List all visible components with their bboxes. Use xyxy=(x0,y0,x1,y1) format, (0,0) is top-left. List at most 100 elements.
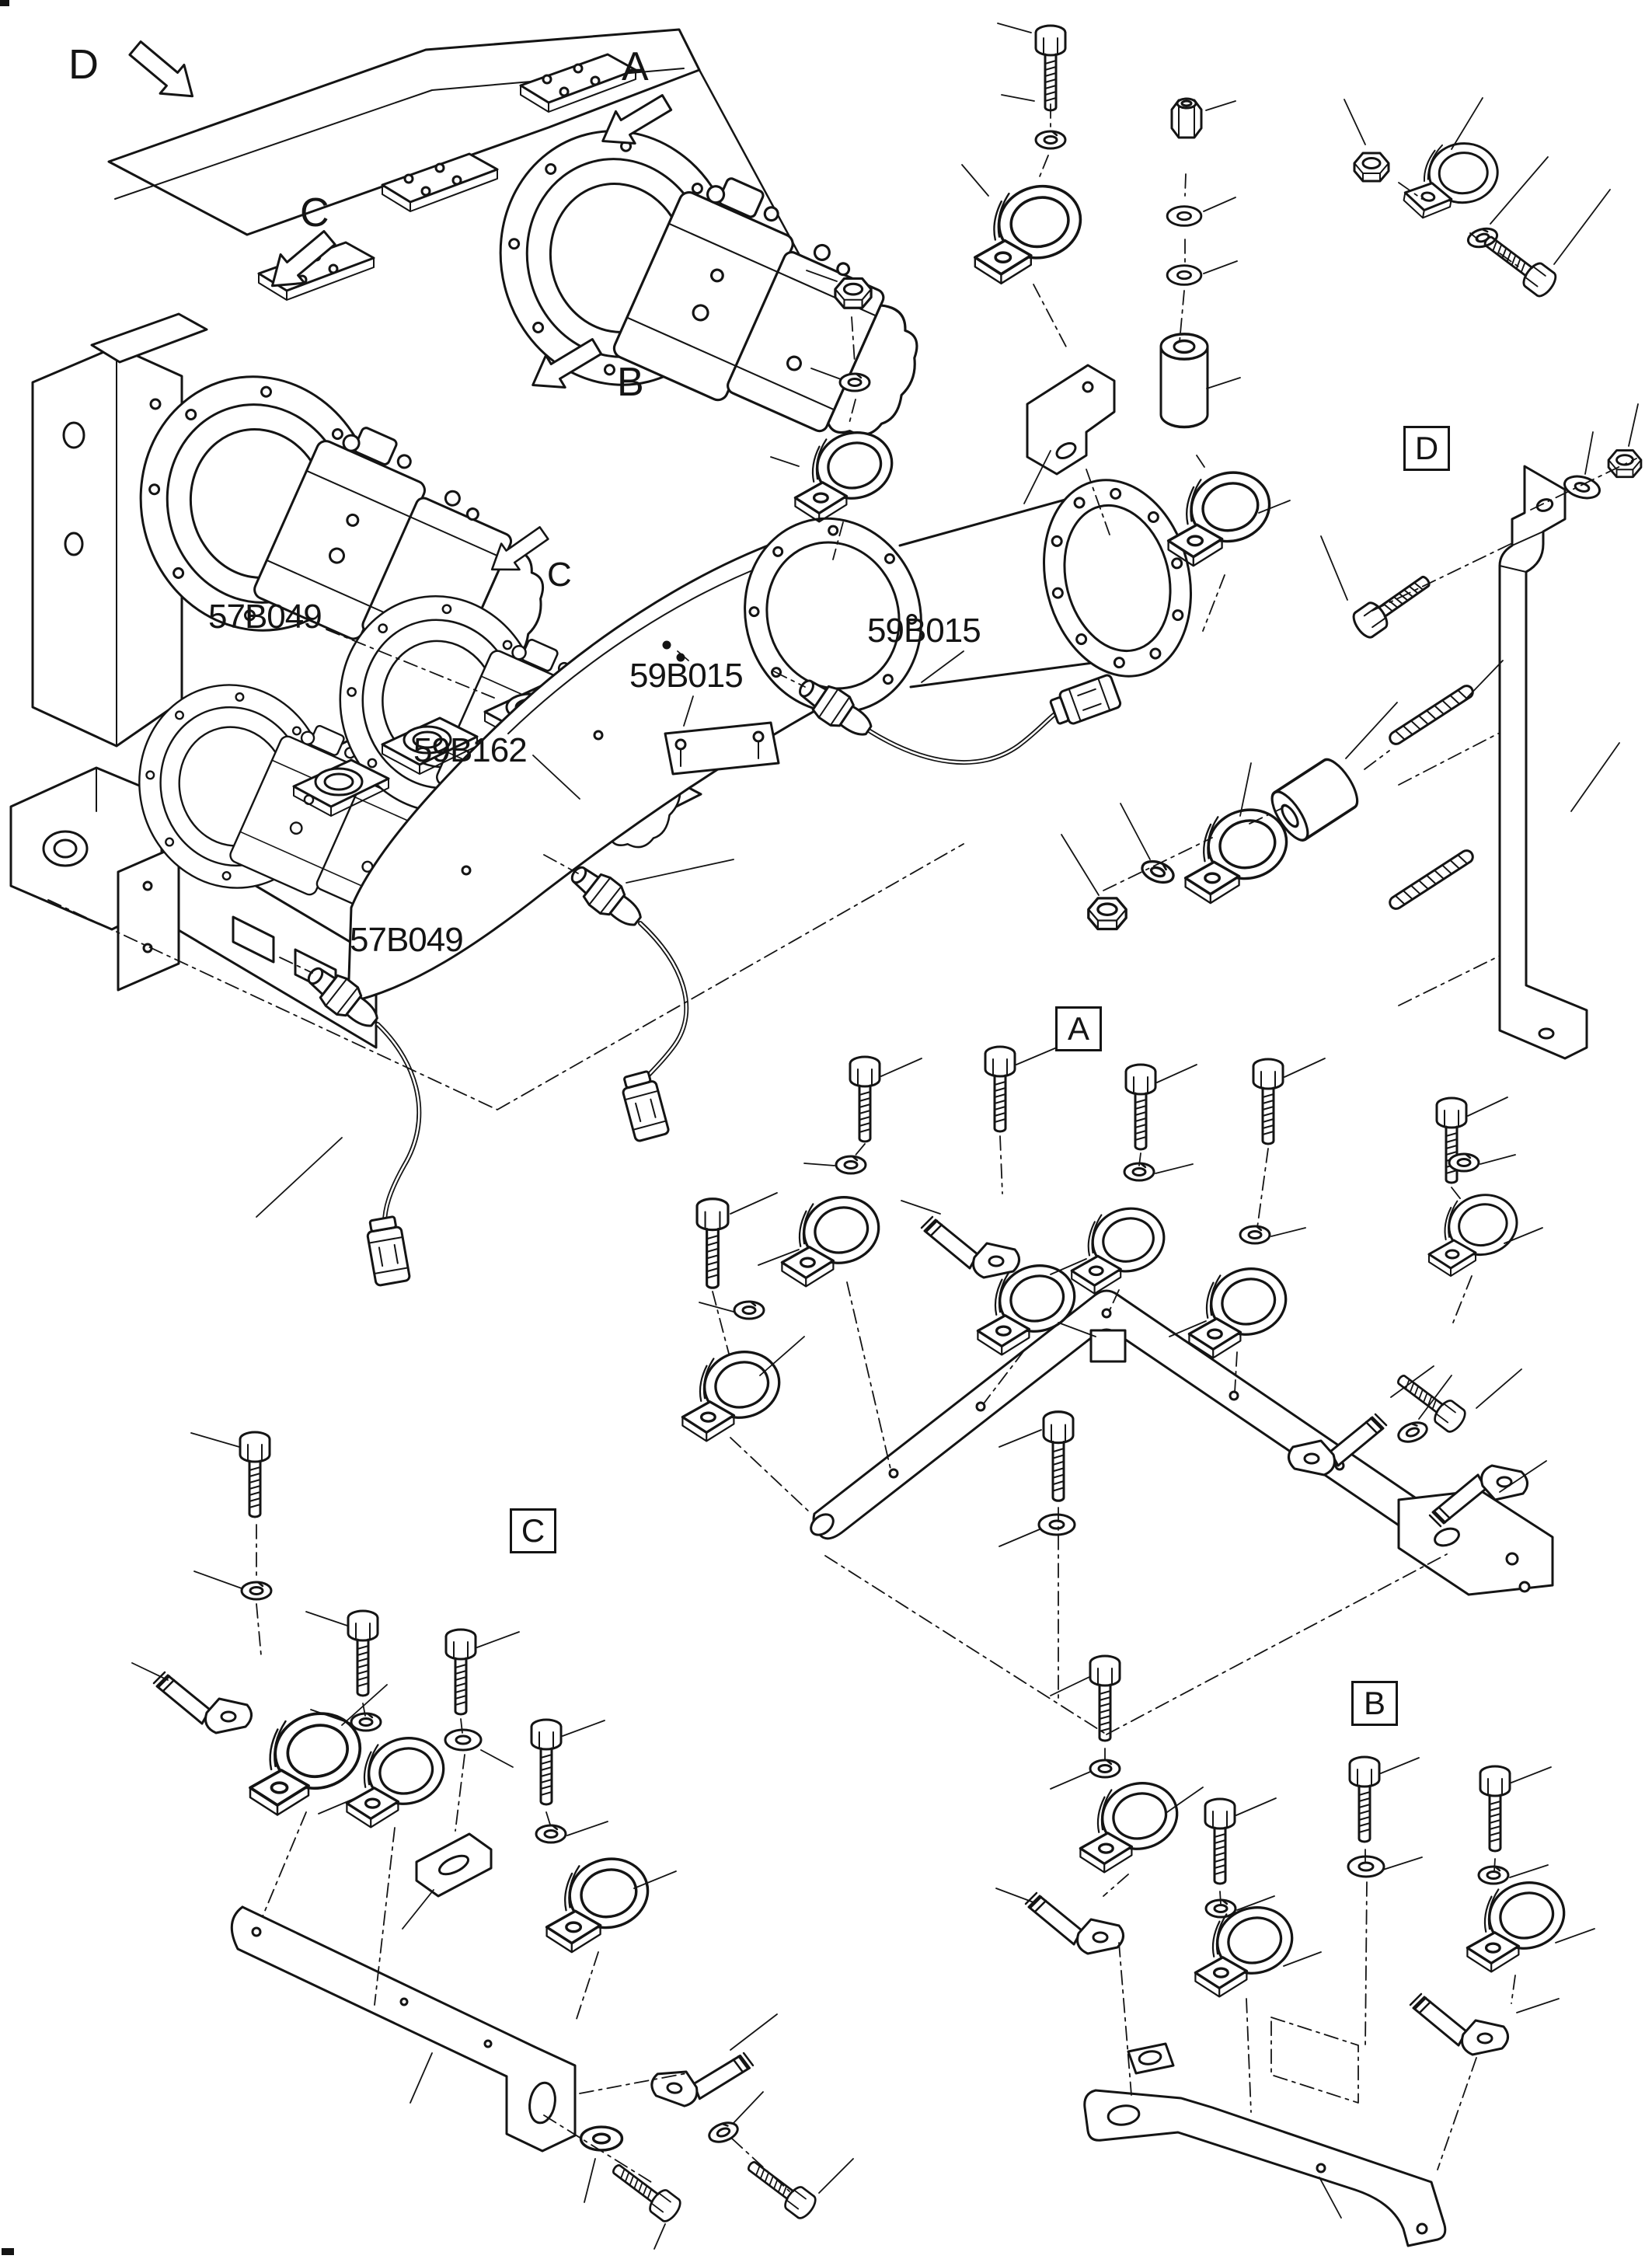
lock-washer xyxy=(838,372,871,392)
lock-washer xyxy=(1477,1865,1510,1885)
pump-unit-a xyxy=(472,105,959,471)
flat-washer xyxy=(1347,1855,1385,1878)
cable-connector xyxy=(1047,672,1123,730)
tube-flange xyxy=(744,517,922,714)
hex-nut xyxy=(1353,152,1390,183)
p-clamp xyxy=(681,1342,788,1443)
cable-tie-lug xyxy=(1024,1891,1125,1955)
hex-bolt xyxy=(239,1431,271,1518)
hex-nut xyxy=(1087,897,1127,931)
hex-bolt xyxy=(1252,1058,1284,1145)
view-label-b: B xyxy=(617,360,644,405)
sensor-harness-59b015 xyxy=(791,670,1123,765)
p-clamp xyxy=(1070,1199,1173,1295)
cable-tie-lug xyxy=(1409,1992,1510,2056)
section-c-detail xyxy=(152,1431,821,2226)
hex-bolt xyxy=(1204,1797,1236,1885)
fastener-group-top-right xyxy=(1353,125,1561,301)
detail-box-a: A xyxy=(1055,1006,1102,1051)
explosion-axis-lines xyxy=(47,103,1637,2192)
p-clamp xyxy=(1166,462,1279,567)
section-d-detail xyxy=(1087,449,1643,1060)
hex-bolt xyxy=(1089,1654,1121,1742)
section-a-detail xyxy=(681,1045,1554,1596)
flat-washer xyxy=(444,1728,483,1752)
p-clamp xyxy=(793,423,901,524)
suction-tube xyxy=(347,479,1192,1004)
clamp-bar xyxy=(230,1905,577,2153)
flat-washer xyxy=(1166,264,1203,286)
detail-box-c-letter: C xyxy=(521,1512,545,1549)
hex-bolt xyxy=(530,1718,563,1806)
flat-washer xyxy=(1166,205,1203,227)
p-clamp xyxy=(974,176,1090,285)
cable-tie-lug xyxy=(152,1671,253,1734)
hex-bolt xyxy=(1348,1755,1381,1843)
part-label-59b015-left: 59B015 xyxy=(629,657,744,695)
view-label-d: D xyxy=(68,41,99,88)
hex-bolt xyxy=(1390,1366,1470,1436)
p-clamp xyxy=(1187,1259,1295,1360)
leader-lines xyxy=(131,23,1639,2250)
p-clamp xyxy=(345,1728,452,1829)
page-corner-mark-top xyxy=(0,0,9,6)
section-b-detail xyxy=(1024,1654,1573,2247)
hex-bolt xyxy=(1348,566,1438,642)
p-clamp xyxy=(545,1849,657,1954)
hex-bolt xyxy=(1124,1063,1157,1151)
hex-nut xyxy=(834,277,873,309)
detail-box-d-letter: D xyxy=(1414,430,1439,466)
hex-bolt xyxy=(984,1045,1016,1133)
p-clamp xyxy=(780,1187,887,1288)
p-clamp xyxy=(1466,1873,1573,1974)
lock-washer xyxy=(350,1712,382,1732)
part-label-59b162: 59B162 xyxy=(413,731,528,769)
lock-washer xyxy=(535,1824,567,1844)
cable-connector xyxy=(618,1068,671,1143)
clamp-bar xyxy=(1083,2042,1447,2247)
part-label-57b049-lower: 57B049 xyxy=(350,921,464,959)
fastener-stack-spacer xyxy=(1159,97,1279,567)
lock-washer xyxy=(835,1155,867,1175)
view-label-c: C xyxy=(300,190,329,235)
part-label-59b015-right: 59B015 xyxy=(867,612,981,650)
flat-washer xyxy=(1037,1513,1076,1536)
hex-bolt xyxy=(695,1197,730,1289)
flat-washer xyxy=(579,2125,624,2152)
lock-washer xyxy=(1394,1417,1431,1447)
hex-bolt xyxy=(605,2156,685,2226)
hex-bolt xyxy=(741,2153,821,2222)
detail-box-a-letter: A xyxy=(1067,1010,1089,1047)
view-label-c-small: C xyxy=(547,556,572,594)
hex-bolt xyxy=(849,1055,881,1143)
detail-box-c: C xyxy=(510,1508,556,1553)
lock-washer xyxy=(1089,1759,1121,1779)
part-label-57b049-upper: 57B049 xyxy=(208,598,322,636)
lock-washer xyxy=(733,1300,765,1320)
p-clamp xyxy=(1427,1186,1525,1278)
page-corner-mark-bottom xyxy=(2,2248,14,2255)
detail-box-d: D xyxy=(1403,426,1450,471)
slotted-bracket xyxy=(415,1832,493,1898)
cap-nut xyxy=(1170,97,1203,139)
hex-bolt xyxy=(1479,1765,1511,1853)
view-label-a: A xyxy=(622,44,649,89)
detail-box-b-letter: B xyxy=(1363,1685,1385,1721)
view-arrow-d-icon xyxy=(122,33,206,112)
angle-bracket xyxy=(1026,364,1116,476)
lock-washer xyxy=(240,1581,273,1601)
sensor-harness-57b049-left xyxy=(299,957,422,1288)
spacer-sleeve xyxy=(1159,333,1209,429)
elbow-end-flange xyxy=(1043,479,1192,678)
hex-bolt xyxy=(347,1609,379,1697)
z-bracket xyxy=(1498,465,1588,1060)
hex-bolt xyxy=(1034,24,1067,112)
threaded-stud xyxy=(1386,682,1476,748)
sensor-harness-57b049-right xyxy=(563,856,689,1143)
hex-bolt xyxy=(1042,1410,1075,1502)
lock-washer xyxy=(1034,130,1067,150)
threaded-stud xyxy=(1386,847,1476,912)
hex-bolt xyxy=(444,1628,477,1716)
